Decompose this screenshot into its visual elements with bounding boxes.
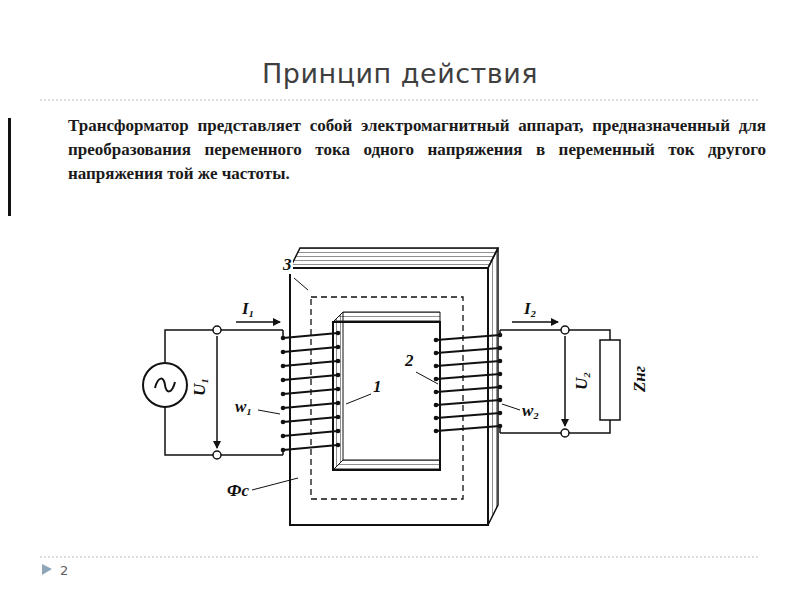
winding-turn xyxy=(436,400,500,405)
winding-label: w₁ xyxy=(234,398,253,416)
winding-turn xyxy=(283,403,338,408)
winding-dot xyxy=(336,429,341,434)
leader-line xyxy=(294,278,308,290)
winding-turn xyxy=(283,333,338,338)
winding-dot xyxy=(281,392,286,397)
windings xyxy=(281,330,503,455)
side-bar xyxy=(8,118,11,216)
core-window-depth xyxy=(333,460,440,470)
winding-dot xyxy=(336,443,341,448)
winding-dot xyxy=(336,359,341,364)
winding-dot xyxy=(434,390,439,395)
winding-dot xyxy=(336,345,341,350)
winding-turn xyxy=(436,413,500,418)
winding-turn xyxy=(282,330,284,338)
winding-turn xyxy=(283,417,338,422)
winding-turn xyxy=(436,374,500,379)
leader-line xyxy=(346,394,371,404)
ac-source-symbol xyxy=(155,379,175,392)
core-window-depth xyxy=(333,312,440,322)
current-arrow xyxy=(236,321,280,323)
winding-dot xyxy=(336,415,341,420)
terminal xyxy=(561,326,569,334)
winding-label: w₂ xyxy=(521,402,540,420)
slide-title: Принцип действия xyxy=(0,58,800,89)
winding-dot xyxy=(281,378,286,383)
callout-number: 1 xyxy=(372,378,383,396)
winding-dot xyxy=(281,434,286,439)
current-label: I₂ xyxy=(523,300,538,318)
footer-bullet xyxy=(42,564,52,575)
winding-turn xyxy=(436,387,500,392)
winding-turn xyxy=(436,348,500,353)
terminal xyxy=(213,451,221,459)
leader-line xyxy=(502,404,520,410)
winding-dot xyxy=(336,373,341,378)
winding-dot xyxy=(434,429,439,434)
voltage-arrow xyxy=(216,336,218,448)
winding-turn xyxy=(283,431,338,436)
winding-dot xyxy=(498,411,503,416)
winding-dot xyxy=(498,346,503,351)
winding-dot xyxy=(498,385,503,390)
winding-dot xyxy=(498,372,503,377)
winding-dot xyxy=(434,338,439,343)
winding-turn xyxy=(436,361,500,366)
voltage-label: U₁ xyxy=(191,377,209,397)
ac-source-symbol xyxy=(143,363,187,407)
winding-turn xyxy=(283,375,338,380)
winding-dot xyxy=(434,364,439,369)
winding-turn xyxy=(436,335,500,340)
definition-text: Трансформатор представляет собой электро… xyxy=(68,114,766,186)
winding-turn xyxy=(283,347,338,352)
secondary-wire xyxy=(500,330,610,433)
core-top-laminations xyxy=(290,248,498,268)
load-label: Zнг xyxy=(631,365,649,393)
current-arrow xyxy=(512,321,558,323)
winding-dot xyxy=(434,416,439,421)
winding-dot xyxy=(281,420,286,425)
footer-rule xyxy=(40,557,760,558)
winding-dot xyxy=(336,401,341,406)
winding-dot xyxy=(281,364,286,369)
terminal xyxy=(213,326,221,334)
leader-line xyxy=(252,478,298,490)
winding-dot xyxy=(281,406,286,411)
winding-turn xyxy=(436,426,500,431)
winding-turn xyxy=(283,389,338,394)
winding-dot xyxy=(434,403,439,408)
terminal xyxy=(561,429,569,437)
winding-dot xyxy=(434,377,439,382)
leader-line xyxy=(416,372,438,384)
flux-label: Фс xyxy=(226,482,250,500)
load-resistor-symbol xyxy=(600,340,620,420)
header-rule xyxy=(40,100,760,101)
winding-dot xyxy=(281,350,286,355)
winding-dot xyxy=(336,387,341,392)
winding-dot xyxy=(434,351,439,356)
callout-number: 2 xyxy=(404,352,415,370)
transformer-core xyxy=(290,268,488,525)
magnetic-flux-path xyxy=(311,297,463,499)
primary-wire xyxy=(165,330,283,455)
voltage-arrow xyxy=(564,336,566,426)
winding-dot xyxy=(498,359,503,364)
callout-number: 3 xyxy=(282,256,293,274)
winding-dot xyxy=(336,331,341,336)
winding-dot xyxy=(498,398,503,403)
core-window-depth xyxy=(333,312,343,470)
leader-line xyxy=(258,410,280,414)
voltage-label: U₂ xyxy=(573,371,591,391)
winding-turn xyxy=(499,426,501,433)
page-number: 2 xyxy=(60,563,68,578)
winding-turn xyxy=(283,445,338,450)
current-label: I₁ xyxy=(241,300,256,318)
winding-turn xyxy=(283,361,338,366)
